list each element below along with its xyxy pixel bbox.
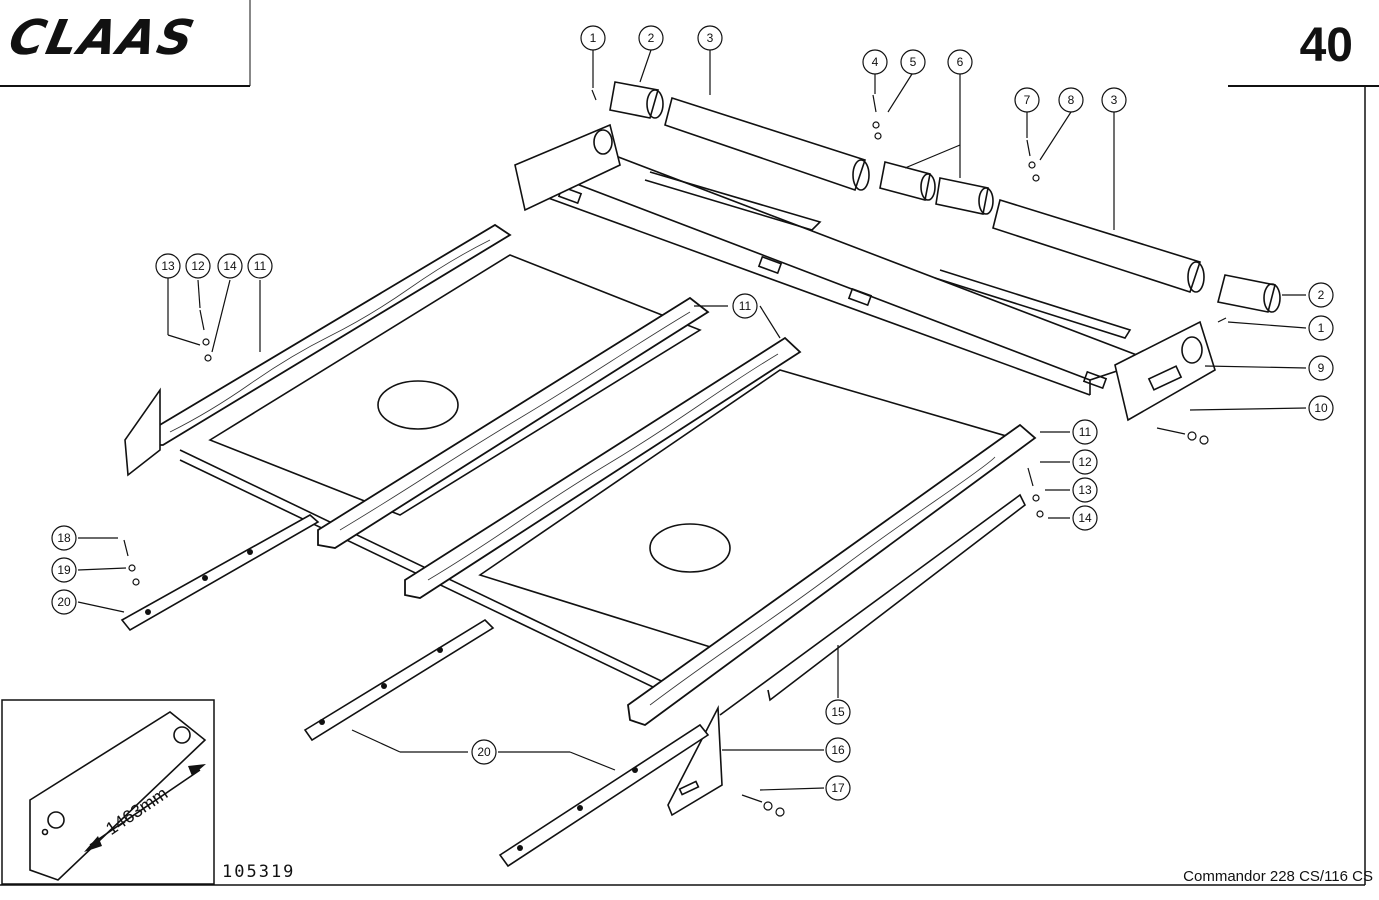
callout-19: 19: [57, 563, 71, 577]
model-caption: Commandor 228 CS/116 CS: [1183, 868, 1373, 885]
callout-9: 9: [1318, 361, 1325, 375]
upper-tubes: [609, 81, 1281, 313]
callout-17: 17: [831, 781, 845, 795]
flat-bars: [120, 514, 710, 868]
callout-13a: 13: [161, 259, 175, 273]
callout-3b: 3: [1111, 93, 1118, 107]
callout-7: 7: [1024, 93, 1031, 107]
page-number: 40: [1299, 19, 1353, 72]
callout-8: 8: [1068, 93, 1075, 107]
callout-14b: 14: [1078, 511, 1092, 525]
floor-plates: [179, 254, 1022, 701]
callout-bubbles: 1 2 3 4 5 6 7 8 3 2 1 9 10 11 12 13 14 1…: [51, 25, 1334, 801]
drawing-number: 105319: [222, 862, 296, 882]
callout-11a: 11: [254, 259, 267, 273]
callout-4: 4: [872, 55, 879, 69]
callout-11b: 11: [739, 299, 752, 313]
callout-13b: 13: [1078, 483, 1092, 497]
callout-18: 18: [57, 531, 71, 545]
callout-2: 2: [648, 31, 655, 45]
callout-11c: 11: [1079, 425, 1092, 439]
callout-14a: 14: [223, 259, 237, 273]
fasteners: [123, 89, 1227, 817]
callout-20a: 20: [57, 595, 71, 609]
callout-15: 15: [831, 705, 845, 719]
callout-10: 10: [1314, 401, 1328, 415]
cross-beam: [514, 123, 1216, 422]
wooden-battens: [147, 223, 1037, 727]
callout-1: 1: [590, 31, 597, 45]
callout-20b: 20: [477, 745, 491, 759]
callout-12a: 12: [191, 259, 205, 273]
callout-2b: 2: [1318, 288, 1325, 302]
callout-12b: 12: [1078, 455, 1092, 469]
callout-16: 16: [831, 743, 845, 757]
dimension-inset: 1463mm: [1, 699, 215, 885]
callout-3: 3: [707, 31, 714, 45]
callout-5: 5: [910, 55, 917, 69]
callout-6: 6: [957, 55, 964, 69]
callout-1b: 1: [1318, 321, 1325, 335]
